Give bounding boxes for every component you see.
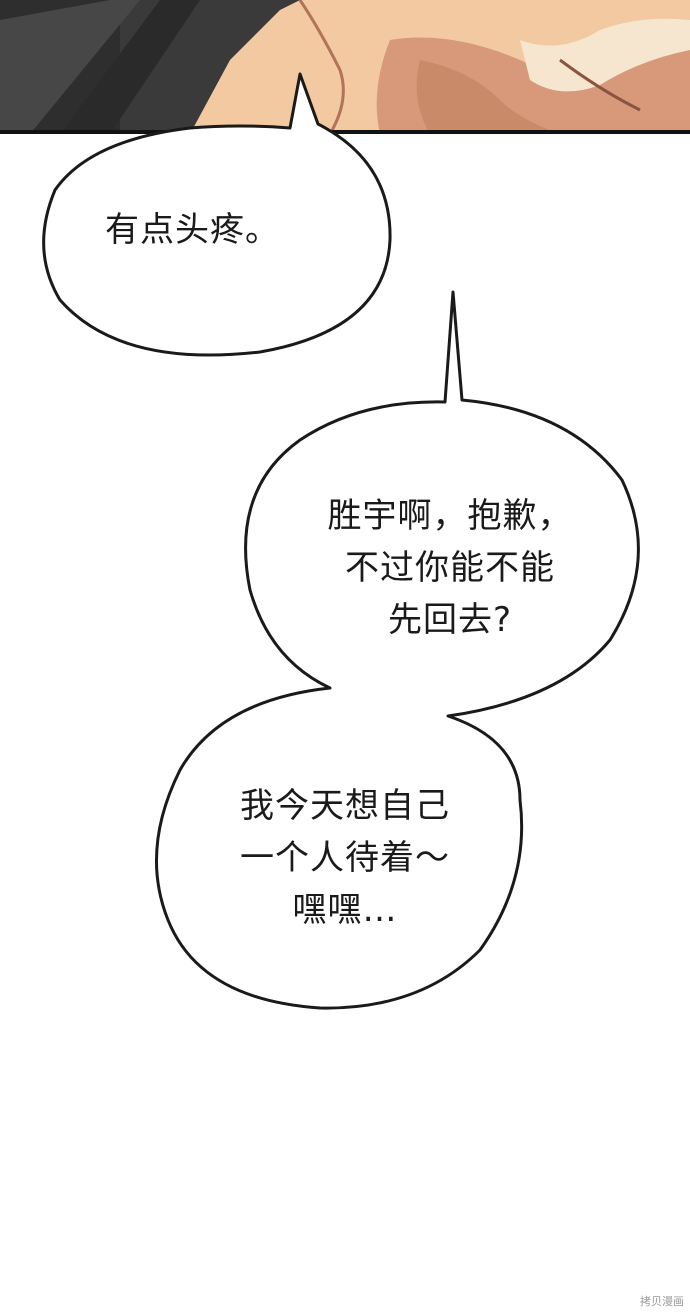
bubble-3-line-1: 我今天想自己 [240, 786, 450, 826]
bubble-1-text: 有点头疼。 [105, 204, 335, 256]
speech-bubble-1 [42, 72, 392, 357]
bubble-2-text: 胜宇啊，抱歉， 不过你能不能 先回去? [285, 490, 615, 646]
bubble-3-line-3: 嘿嘿… [292, 890, 398, 930]
bubble-2-line-3: 先回去? [387, 600, 513, 640]
top-panel-illustration [0, 0, 690, 134]
bubble-2-line-1: 胜宇啊，抱歉， [327, 496, 573, 536]
bubble-3-line-2: 一个人待着～ [240, 838, 450, 878]
bubble-2-line-2: 不过你能不能 [345, 548, 555, 588]
watermark: 拷贝漫画 [640, 1295, 684, 1308]
bubble-1-line-1: 有点头疼。 [105, 210, 280, 250]
bubble-3-text: 我今天想自己 一个人待着～ 嘿嘿… [190, 780, 500, 936]
speech-bubble-2-3 [155, 290, 640, 1010]
